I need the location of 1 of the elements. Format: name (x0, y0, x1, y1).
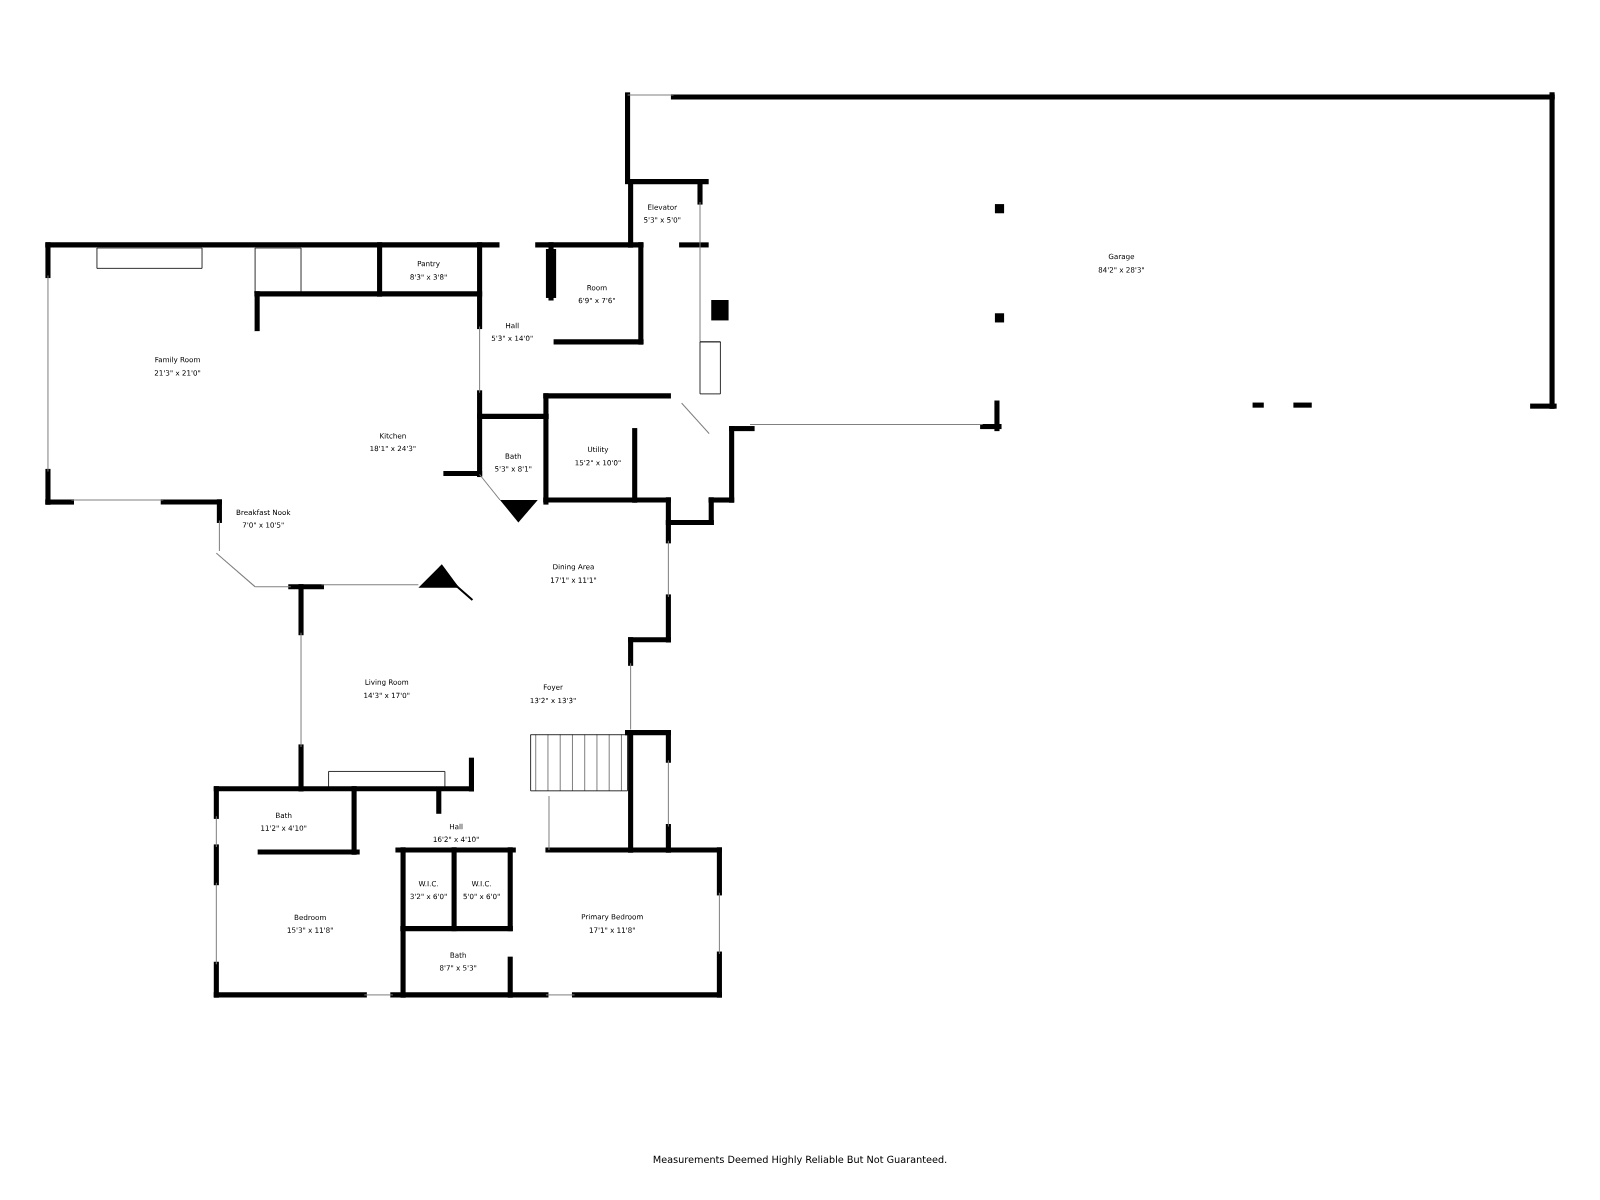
footer-note: Measurements Deemed Highly Reliable But Not Guaranteed. (653, 1155, 947, 1165)
